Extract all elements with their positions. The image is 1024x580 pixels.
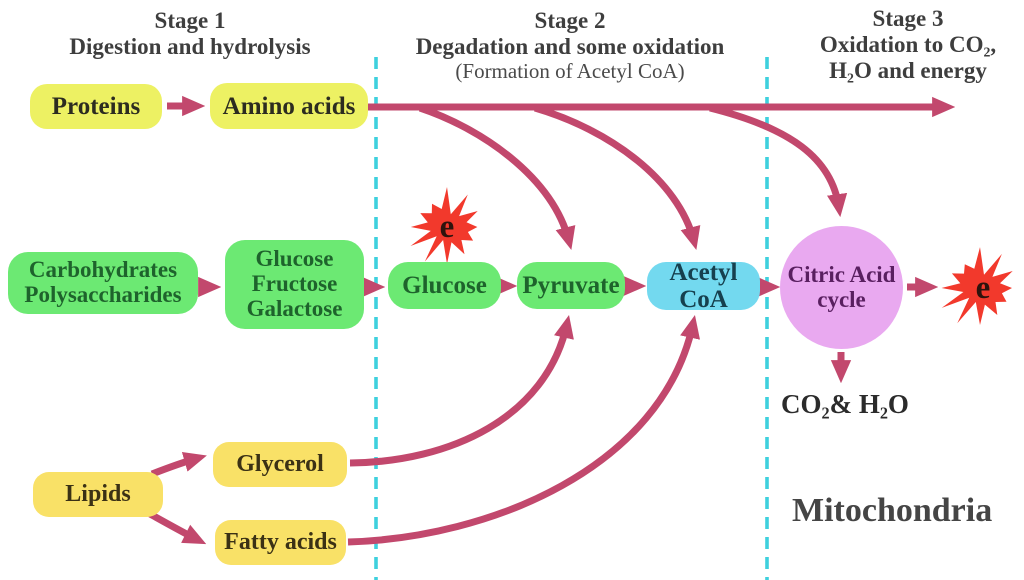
node-carbohydrates: Carbohydrates Polysaccharides <box>8 252 198 314</box>
stage1-subtitle: Digestion and hydrolysis <box>69 33 311 59</box>
node-pyruvate: Pyruvate <box>517 262 625 309</box>
electron-label: e <box>975 269 991 306</box>
node-proteins: Proteins <box>30 84 162 129</box>
node-fatty-acids: Fatty acids <box>215 520 346 565</box>
arrow-glycerol-to-pyruvate <box>349 314 574 467</box>
node-proteins-label: Proteins <box>51 93 141 120</box>
arrow-amino-to-citric <box>709 104 848 218</box>
electron-burst-icon <box>410 187 478 264</box>
arrow-amino-to-pyruvate <box>418 104 576 250</box>
stage3-subtitle: Oxidation to CO₂, <box>819 31 997 57</box>
node-carbohydrates-line2: Polysaccharides <box>24 282 182 307</box>
node-carbohydrates-line1: Carbohydrates <box>28 257 178 283</box>
node-lipids: Lipids <box>33 472 163 517</box>
node-sugars: Glucose Fructose Galactose <box>225 240 364 329</box>
node-amino-acids-label: Amino acids <box>222 92 356 120</box>
node-acetyl-coa: Acetyl CoA <box>647 259 760 313</box>
node-lipids-label: Lipids <box>65 480 131 507</box>
node-citric-line2: cycle <box>817 286 866 312</box>
arrow-lipids-to-fatty <box>148 510 207 545</box>
stage2-header: Stage 2 Degadation and some oxidation (F… <box>405 8 735 84</box>
stage1-title: Stage 1 <box>154 8 226 33</box>
arrow-amino-to-acetyl <box>534 104 701 250</box>
node-acetyl-coa-label: Acetyl CoA <box>669 259 738 313</box>
co2-h2o-label: CO₂& H₂O <box>781 389 909 419</box>
stage3-header: Stage 3 Oxidation to CO₂, H₂O and energy <box>788 6 1024 84</box>
node-sugars-line1: Glucose <box>255 246 334 272</box>
node-glycerol: Glycerol <box>213 442 347 487</box>
node-amino-acids: Amino acids <box>210 83 368 129</box>
stage2-note: (Formation of Acetyl CoA) <box>455 58 685 83</box>
stage1-header: Stage 1 Digestion and hydrolysis <box>40 8 340 60</box>
mitochondria-label: Mitochondria <box>792 492 993 529</box>
stage2-title: Stage 2 <box>534 8 606 33</box>
node-glucose-label: Glucose <box>402 272 487 299</box>
node-sugars-line3: Galactose <box>246 295 343 321</box>
node-citric-line1: Citric Acid <box>787 261 896 287</box>
node-glucose: Glucose <box>388 262 501 309</box>
stage2-subtitle: Degadation and some oxidation <box>415 33 725 59</box>
stage3-subtitle2: H₂O and energy <box>829 57 987 83</box>
node-citric-acid-cycle: Citric Acid cycle <box>780 226 903 349</box>
node-fatty-acids-label: Fatty acids <box>224 528 337 555</box>
stage3-title: Stage 3 <box>872 6 944 31</box>
node-sugars-line2: Fructose <box>251 271 338 297</box>
node-pyruvate-label: Pyruvate <box>522 272 620 299</box>
arrow-fatty-to-acetyl <box>347 314 701 546</box>
electron-label: e <box>439 208 455 245</box>
electron-burst-icon <box>941 247 1013 325</box>
arrow-lipids-to-glycerol <box>150 452 207 478</box>
node-glycerol-label: Glycerol <box>236 450 324 477</box>
